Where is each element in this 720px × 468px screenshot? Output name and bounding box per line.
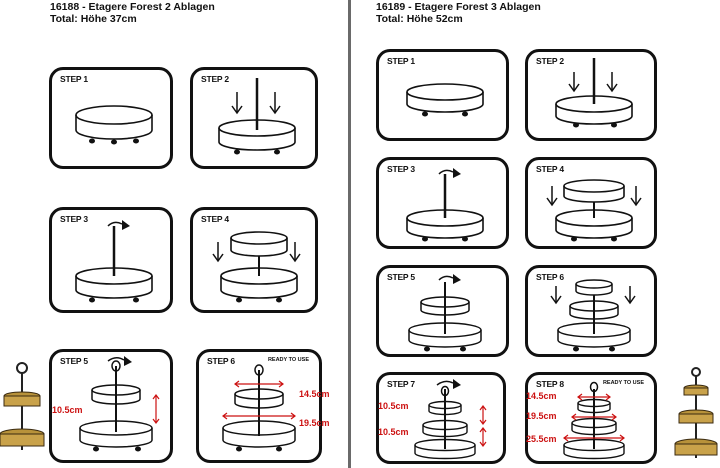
right-step-2-card: STEP 2 [525, 49, 657, 141]
finished-stand-illustration [222, 364, 296, 452]
step-label: STEP 3 [60, 214, 88, 224]
right-step-7-card: STEP 7 [376, 372, 506, 464]
right-step-1-card: STEP 1 [376, 49, 509, 141]
right-product-title: 16189 - Etagere Forest 3 Ablagen [376, 1, 541, 13]
step-label: STEP 5 [60, 356, 88, 366]
two-tier-stand-photo [0, 362, 45, 450]
right-step-5-card: STEP 5 [376, 265, 509, 357]
step-label: STEP 3 [387, 164, 415, 174]
right-measure-19-5: 19.5cm [526, 411, 557, 421]
step-label: STEP 4 [536, 164, 564, 174]
left-measure-19-5: 19.5cm [299, 418, 330, 428]
step-label: STEP 5 [387, 272, 415, 282]
step-label: STEP 8 [536, 379, 564, 389]
second-tray-illustration [546, 179, 642, 242]
left-step-6-card: STEP 6 READY TO USE [196, 349, 322, 463]
step-label: STEP 7 [387, 379, 415, 389]
second-tray-illustration [212, 231, 301, 303]
tray-illustration [406, 83, 484, 117]
step-label: STEP 6 [536, 272, 564, 282]
rod-insert-illustration [218, 78, 296, 155]
rod-turn-illustration [406, 168, 484, 242]
right-measure-25-5: 25.5cm [526, 434, 557, 444]
rod-insert-illustration [555, 58, 633, 128]
left-step-3-card: STEP 3 [49, 207, 173, 313]
left-step-1-card: STEP 1 [49, 67, 173, 169]
step-label: STEP 6 [207, 356, 235, 366]
step-label: STEP 2 [536, 56, 564, 66]
left-total-height: Total: Höhe 37cm [50, 13, 137, 25]
rod-turn-illustration [408, 274, 482, 352]
right-total-height: Total: Höhe 52cm [376, 13, 463, 25]
left-measure-14-5: 14.5cm [299, 389, 330, 399]
column-divider [348, 0, 351, 468]
rod-turn-illustration [75, 220, 153, 303]
ready-to-use-label: READY TO USE [267, 357, 309, 363]
step-label: STEP 1 [60, 74, 88, 84]
right-step-4-card: STEP 4 [525, 157, 657, 249]
step-label: STEP 4 [201, 214, 229, 224]
ready-to-use-label: READY TO USE [602, 380, 644, 386]
finial-illustration [414, 379, 487, 460]
step-label: STEP 2 [201, 74, 229, 84]
left-step-4-card: STEP 4 [190, 207, 318, 313]
left-step-2-card: STEP 2 [190, 67, 318, 169]
left-step-5-card: STEP 5 [49, 349, 173, 463]
three-tier-stand-photo [674, 367, 718, 458]
left-measure-10-5: 10.5cm [52, 405, 83, 415]
right-step-6-card: STEP 6 [525, 265, 657, 357]
right-measure-14-5: 14.5cm [526, 391, 557, 401]
finial-illustration [79, 356, 160, 452]
tray-illustration [75, 105, 153, 145]
right-measure-10-5-upper: 10.5cm [378, 401, 409, 411]
finished-stand-illustration [563, 381, 625, 460]
step-label: STEP 1 [387, 56, 415, 66]
right-step-3-card: STEP 3 [376, 157, 509, 249]
right-step-8-card: STEP 8 READY TO USE [525, 372, 657, 464]
right-measure-10-5-lower: 10.5cm [378, 427, 409, 437]
third-tray-illustration [550, 279, 636, 352]
left-product-title: 16188 - Etagere Forest 2 Ablagen [50, 1, 215, 13]
